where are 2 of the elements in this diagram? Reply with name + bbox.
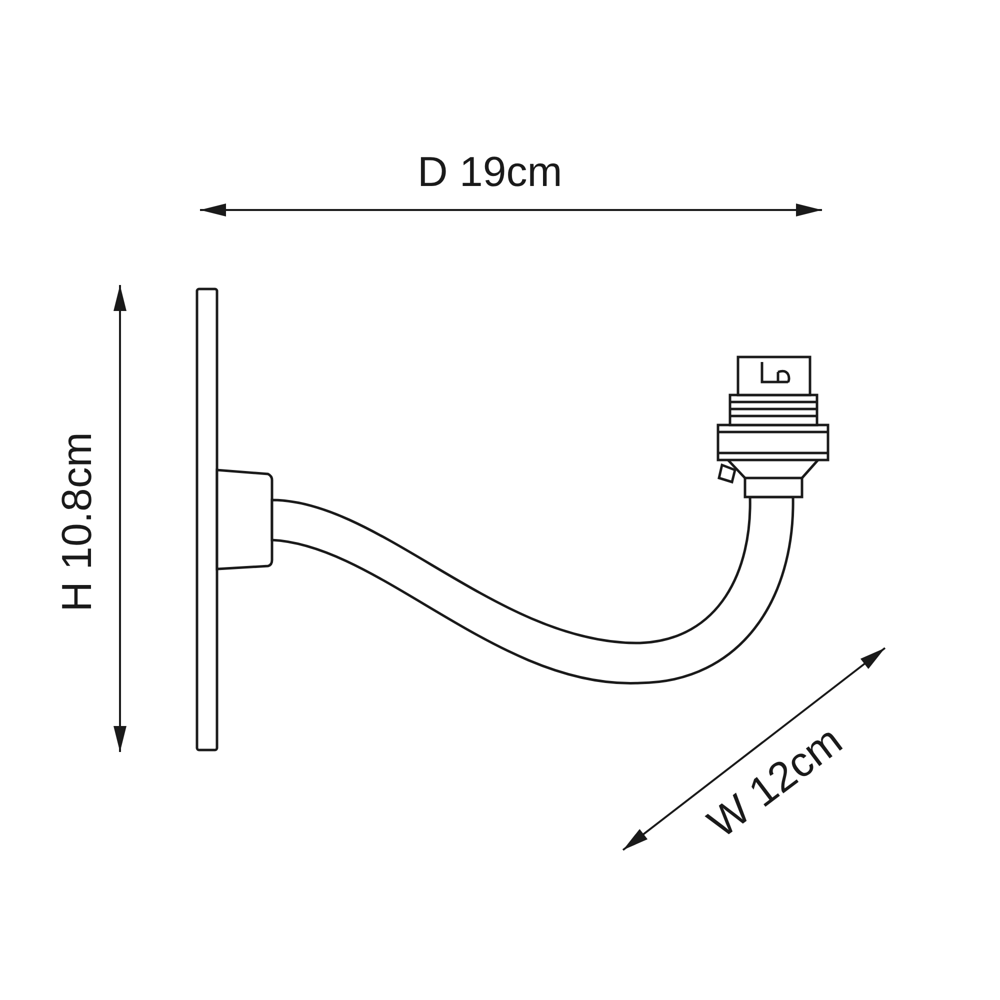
dimension-label: D 19cm [418, 151, 562, 193]
dimension-label: H 10.8cm [56, 432, 98, 612]
